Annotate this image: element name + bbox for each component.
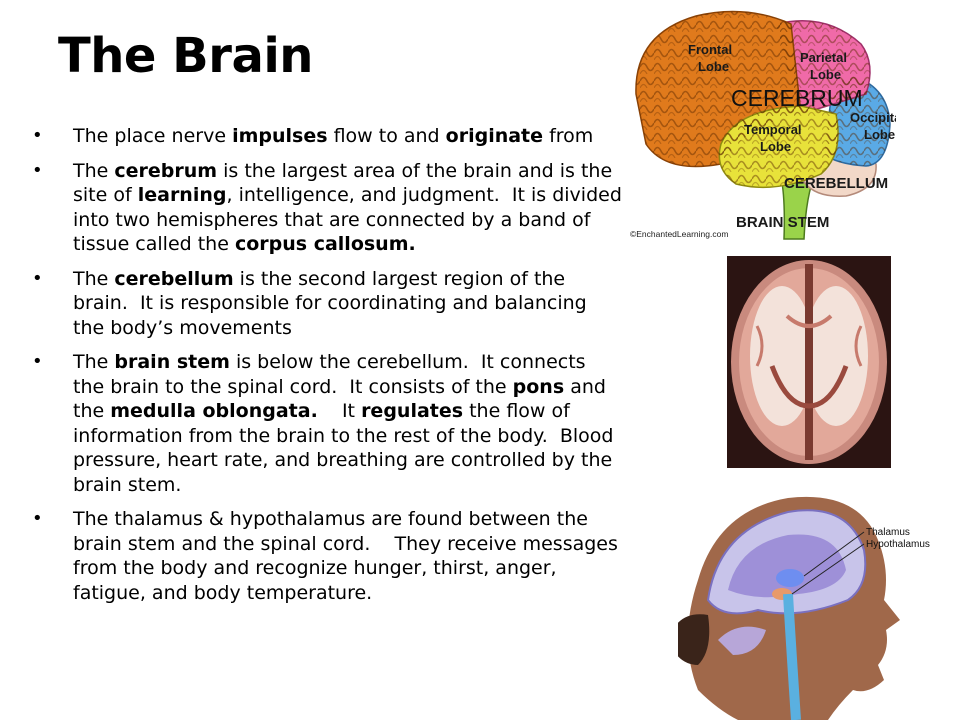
bold-term: brain stem (114, 351, 230, 373)
label-cerebrum: CEREBRUM (731, 85, 863, 111)
brain-cross-section-photo (727, 256, 891, 468)
bullet-text: The (73, 351, 115, 373)
bold-term: medulla oblongata. (110, 400, 318, 422)
bullet-text: is the largest area of the brain and is … (73, 159, 619, 207)
thalamus-shape (776, 569, 804, 587)
bullet-marker: • (32, 508, 43, 529)
bullet-marker: • (32, 159, 43, 181)
head-sagittal-diagram: Thalamus Hypothalamus (678, 490, 960, 720)
bold-term: cerebrum (114, 159, 218, 182)
bullet-item: • The cerebrum is the largest area of the… (32, 159, 622, 257)
bold-term: learning (137, 184, 227, 206)
bullet-text: The (73, 159, 115, 182)
label-occipital: Occipital (850, 110, 896, 125)
bullet-item: • The place nerve impulses flow to and or… (32, 124, 622, 149)
label-temporal-lobe: Lobe (760, 139, 791, 154)
credit-text: ©EnchantedLearning.com (630, 229, 728, 239)
bullet-text: is below the cerebellum. It connects the… (73, 351, 592, 398)
bold-term: cerebellum (114, 267, 234, 290)
label-parietal: Parietal (800, 50, 847, 65)
brain-lobes-diagram: Frontal Lobe Parietal Lobe CEREBRUM Occi… (626, 4, 896, 244)
bullet-text: , intelligence, and judgment. It is divi… (73, 184, 628, 255)
bullet-marker: • (32, 267, 43, 289)
label-occipital-lobe: Lobe (864, 127, 895, 142)
label-cerebellum: CEREBELLUM (784, 175, 888, 192)
bold-term: corpus callosum. (234, 233, 416, 255)
label-hypothalamus: Hypothalamus (866, 539, 930, 550)
bullet-item: • The thalamus & hypothalamus are found b… (32, 507, 622, 605)
bullet-text: is the second largest region of the brai… (73, 267, 593, 339)
label-thalamus: Thalamus (866, 527, 910, 538)
bold-term: pons (512, 375, 565, 398)
label-frontal-lobe: Lobe (698, 59, 729, 74)
label-frontal: Frontal (688, 42, 732, 57)
bullet-text: The (73, 267, 115, 290)
bullet-text: The thalamus & hypothalamus are found be… (73, 508, 624, 604)
bold-term: originate (445, 125, 544, 147)
bullet-text: and the (73, 375, 612, 423)
bullet-list: • The place nerve impulses flow to and or… (32, 124, 622, 615)
label-brainstem: BRAIN STEM (736, 214, 829, 231)
bullet-item: • The cerebellum is the second largest re… (32, 267, 622, 341)
bullet-text: the flow of information from the brain t… (73, 400, 620, 496)
bullet-text: It (317, 400, 362, 422)
label-temporal: Temporal (744, 122, 802, 137)
bold-term: regulates (361, 400, 464, 422)
bullet-text: from (543, 125, 594, 147)
bullet-text: The place nerve (73, 125, 233, 147)
bullet-item: • The brain stem is below the cerebellum.… (32, 350, 622, 497)
bullet-marker: • (32, 351, 43, 372)
bold-term: impulses (232, 125, 328, 147)
label-parietal-lobe: Lobe (810, 67, 841, 82)
bullet-text: flow to and (327, 125, 446, 147)
slide-title: The Brain (58, 28, 313, 84)
bullet-marker: • (32, 125, 43, 146)
